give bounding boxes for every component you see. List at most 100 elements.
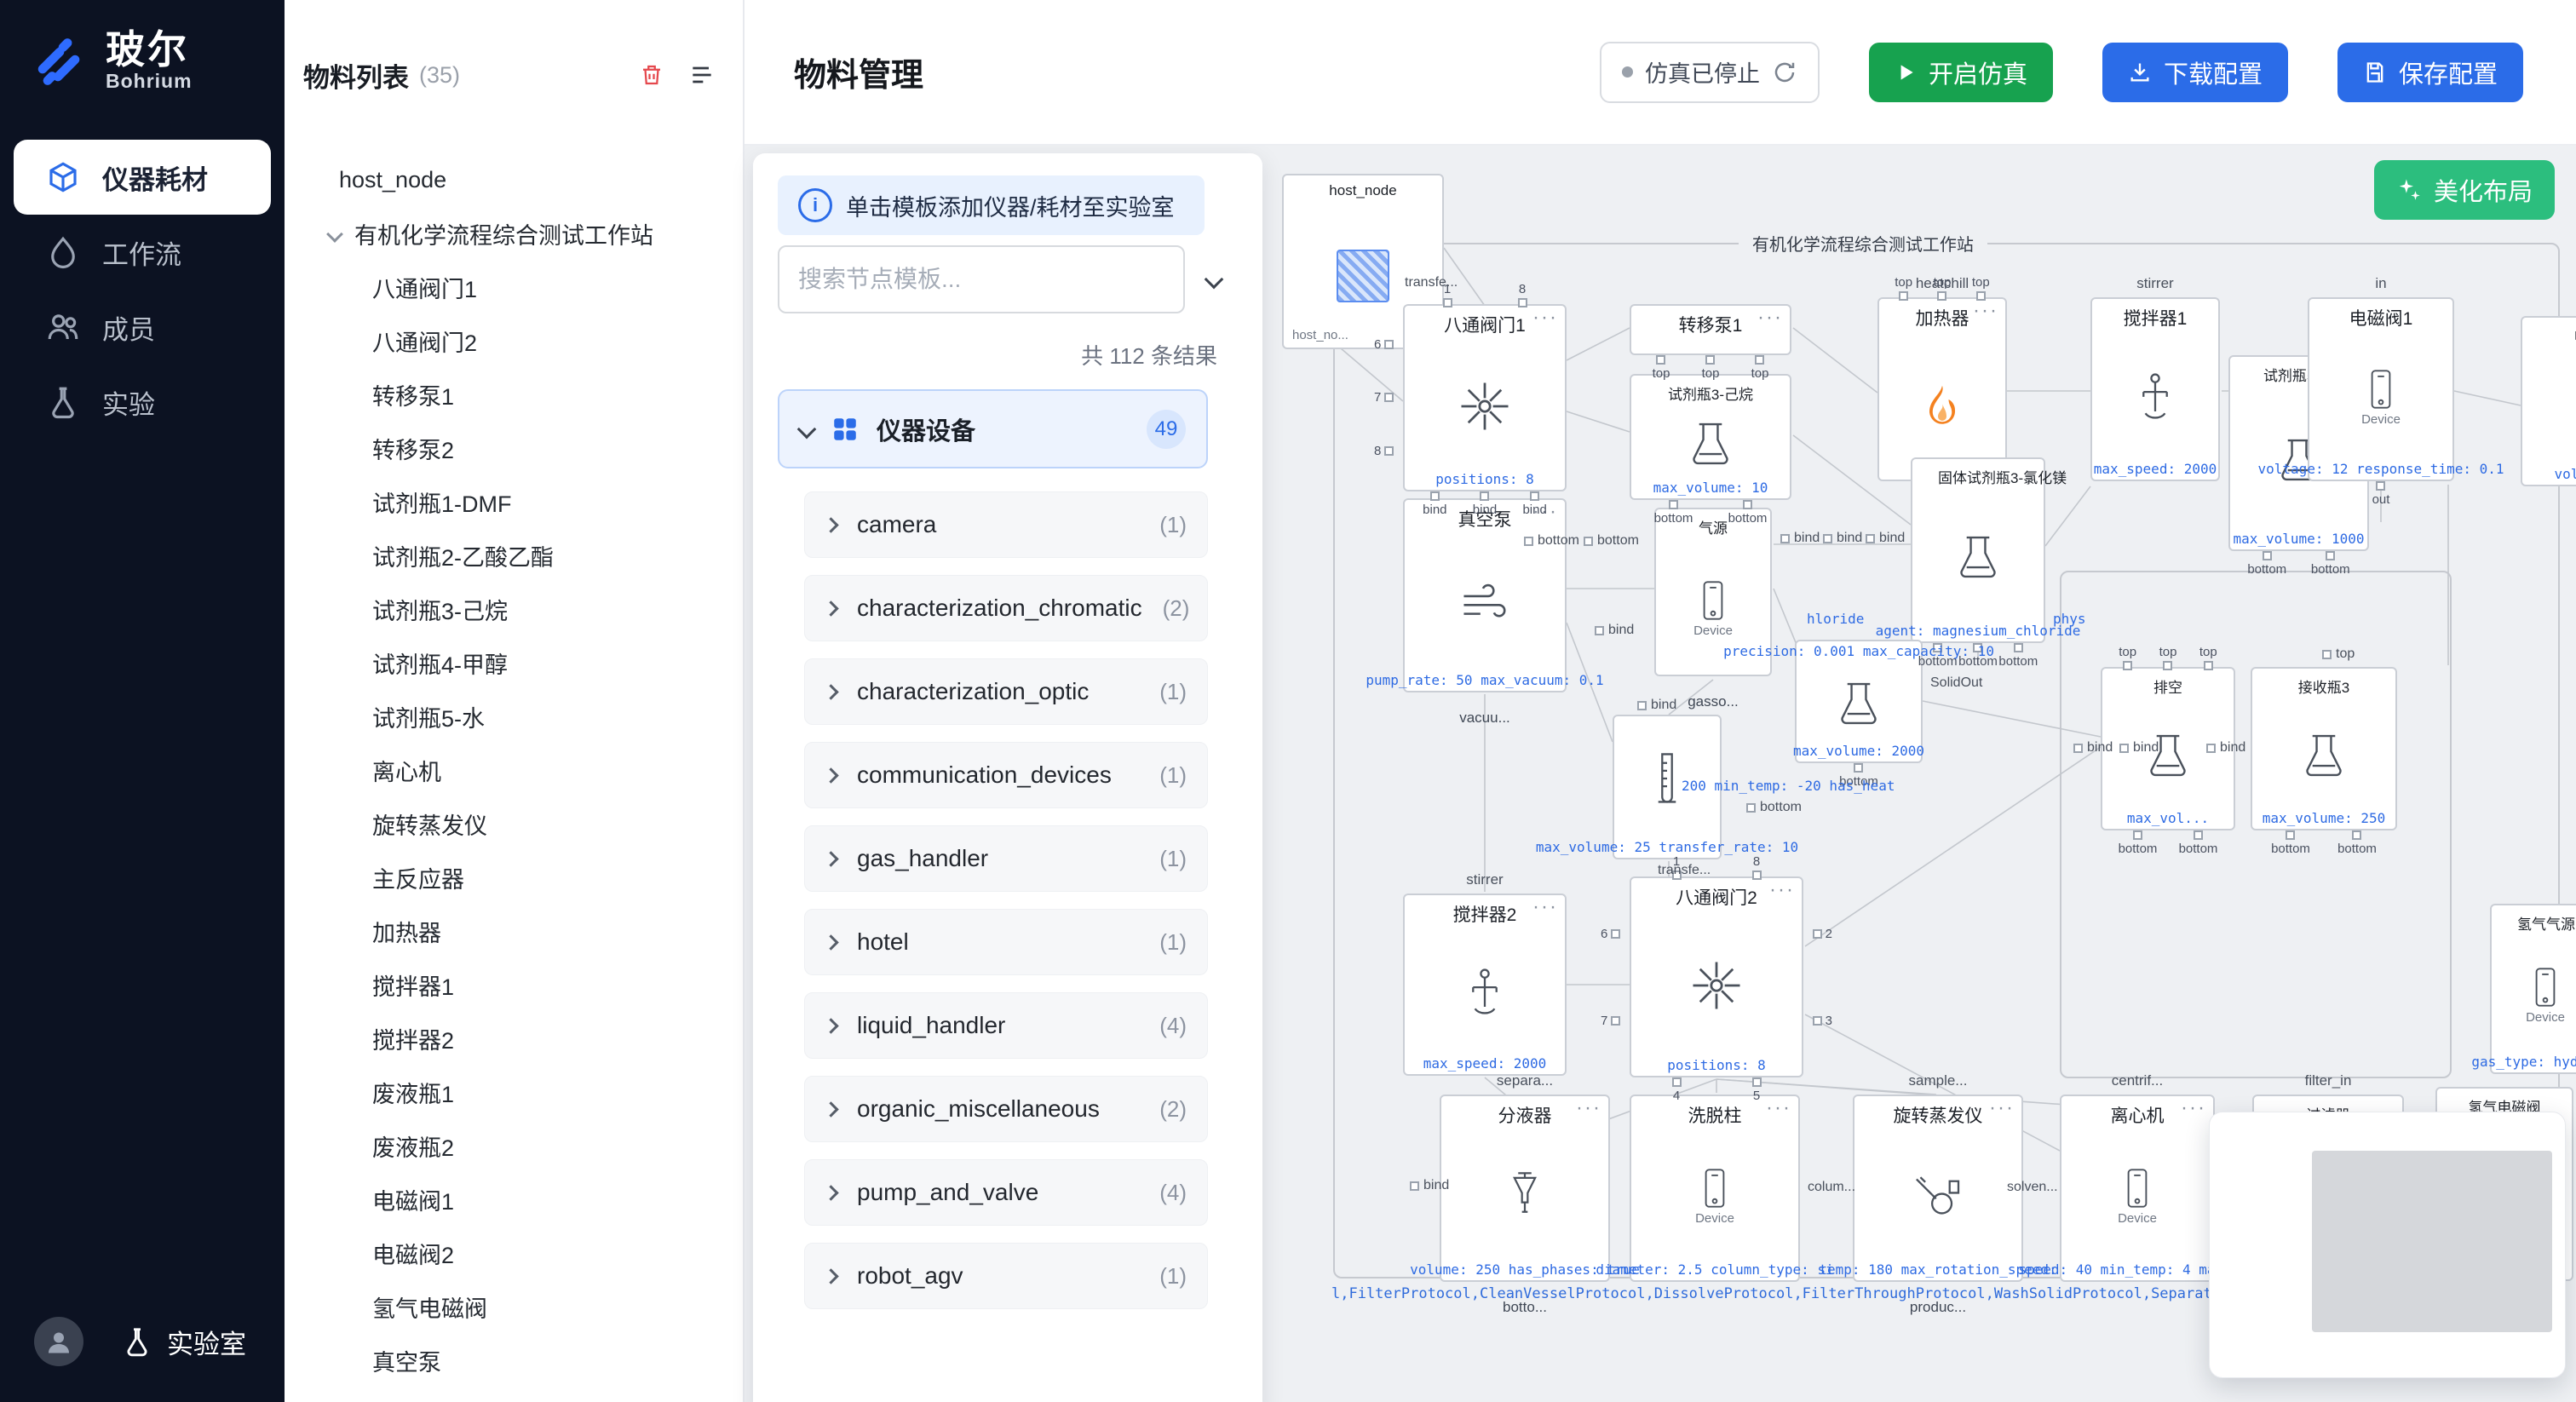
tree-item[interactable]: 试剂瓶4-甲醇 [285,636,743,690]
port-handle[interactable] [1866,533,1875,543]
tree-item[interactable]: 废液瓶1 [285,1066,743,1119]
port-handle[interactable] [1611,928,1621,939]
port-handle[interactable] [1524,536,1533,546]
port-handle[interactable] [2073,743,2083,753]
port-handle[interactable] [1384,446,1394,457]
sidebar-item-workflow[interactable]: 工作流 [14,215,271,290]
template-row-characterization_optic[interactable]: characterization_optic(1) [804,658,1208,725]
download-config-button[interactable]: 下载配置 [2102,42,2288,102]
tree-item[interactable]: 电磁阀1 [285,1173,743,1227]
tree-item[interactable]: 试剂瓶1-DMF [285,475,743,529]
node-menu-icon[interactable]: ··· [1989,1096,2015,1119]
node-menu-icon[interactable]: ··· [1532,895,1558,918]
port-handle[interactable] [2352,830,2362,840]
port-handle[interactable] [1611,1015,1621,1026]
sidebar-item-experiments[interactable]: 实验 [14,365,271,440]
template-row-organic_miscellaneous[interactable]: organic_miscellaneous(2) [804,1076,1208,1142]
tree-item[interactable]: 真空泵 [285,1334,743,1388]
port-handle[interactable] [1584,536,1593,546]
tree-group-workstation[interactable]: 有机化学流程综合测试工作站 [285,207,743,261]
template-row-camera[interactable]: camera(1) [804,491,1208,558]
start-simulation-button[interactable]: 开启仿真 [1868,42,2053,102]
simulation-status[interactable]: 仿真已停止 [1599,41,1820,103]
port-handle[interactable] [1751,1077,1762,1087]
port-handle[interactable] [2206,743,2216,753]
minimap-viewport[interactable] [2312,1151,2552,1332]
tree-item[interactable]: 转移泵1 [285,368,743,422]
node-menu-icon[interactable]: ··· [1769,878,1795,901]
port-handle[interactable] [1854,763,1864,773]
tree-item[interactable]: 加热器 [285,905,743,958]
template-row-pump_and_valve[interactable]: pump_and_valve(4) [804,1159,1208,1226]
port-handle[interactable] [2119,743,2129,753]
canvas-node[interactable]: max_volume: 25 transfer_rate: 10 [1536,715,1798,859]
port-handle[interactable] [1671,1077,1682,1087]
tree-item[interactable]: 旋转蒸发仪 [285,797,743,851]
collapse-chevron-icon[interactable] [1204,269,1224,290]
node-menu-icon[interactable]: ··· [1757,306,1783,329]
port-handle[interactable] [2322,649,2332,659]
tree-item[interactable]: 转移泵2 [285,422,743,475]
port-handle[interactable] [1384,393,1394,403]
node-menu-icon[interactable]: ··· [1576,1096,1601,1119]
port-handle[interactable] [2132,830,2142,840]
port-handle[interactable] [1705,355,1716,365]
port-handle[interactable] [2376,481,2386,491]
canvas-node[interactable]: 电磁阀2Devicevoltage: 12 [2521,316,2576,486]
template-row-robot_agv[interactable]: robot_agv(1) [804,1243,1208,1309]
tree-item[interactable]: 离心机 [285,744,743,797]
canvas-node[interactable]: separa...分液器···volume: 250 has_phases: t… [1410,1072,1640,1315]
tree-item-host-node[interactable]: host_node [285,153,743,207]
port-handle[interactable] [1656,355,1666,365]
port-handle[interactable] [1755,355,1765,365]
template-row-characterization_chromatic[interactable]: characterization_chromatic(2) [804,575,1208,641]
save-config-button[interactable]: 保存配置 [2337,42,2523,102]
port-handle[interactable] [1812,928,1822,939]
tree-item[interactable]: 试剂瓶5-水 [285,690,743,744]
port-handle[interactable] [1780,533,1790,543]
tree-item[interactable]: 试剂瓶2-乙酸乙酯 [285,529,743,583]
avatar[interactable] [34,1317,83,1366]
port-handle[interactable] [2286,830,2296,840]
node-menu-icon[interactable]: ··· [1532,500,1558,523]
port-handle[interactable] [2326,551,2336,560]
template-row-hotel[interactable]: hotel(1) [804,909,1208,975]
canvas-node[interactable]: sample...旋转蒸发仪···temp: 180 max_rotation_… [1819,1072,2056,1315]
node-menu-icon[interactable]: ··· [2181,1096,2206,1119]
tree-item[interactable]: 搅拌器1 [285,958,743,1012]
beautify-layout-button[interactable]: 美化布局 [2374,160,2556,220]
sidebar-item-instruments[interactable]: 仪器耗材 [14,140,271,215]
tree-item[interactable]: 八通阀门1 [285,261,743,314]
search-input[interactable] [778,245,1185,313]
tree-item[interactable]: 废液瓶2 [285,1119,743,1173]
template-row-gas_handler[interactable]: gas_handler(1) [804,825,1208,892]
tree-item[interactable]: 搅拌器2 [285,1012,743,1066]
tree-item[interactable]: 主反应器 [285,851,743,905]
sidebar-item-lab[interactable]: 实验室 [121,1323,246,1361]
node-menu-icon[interactable]: ··· [1532,306,1558,329]
node-menu-icon[interactable]: ··· [1766,1096,1791,1119]
trash-icon[interactable] [639,62,664,88]
refresh-icon[interactable] [1772,60,1797,85]
logo[interactable]: 玻尔 Bohrium [0,0,285,93]
port-handle[interactable] [1812,1015,1822,1026]
category-instruments[interactable]: 仪器设备 49 [778,389,1208,468]
port-handle[interactable] [2193,830,2203,840]
tree-item[interactable]: 电磁阀2 [285,1227,743,1280]
